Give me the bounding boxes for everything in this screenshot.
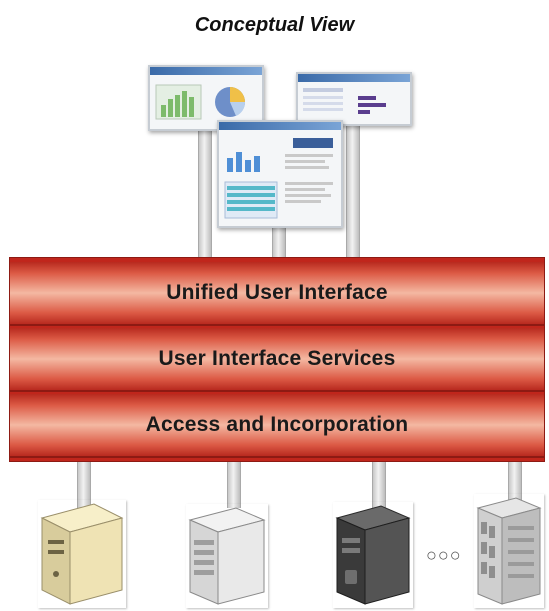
dashboard-titlebar	[150, 67, 262, 75]
server-pole-1	[77, 462, 91, 508]
dashboard-pole-center	[272, 222, 286, 260]
server-pole-2	[227, 462, 241, 508]
dashboard-titlebar	[298, 74, 410, 82]
dark-tower-server-icon	[335, 505, 411, 605]
layer-access-and-incorporation: Access and Incorporation	[10, 394, 544, 458]
architecture-layer-stack: Unified User Interface User Interface Se…	[9, 257, 545, 462]
desktop-tower-server-icon	[40, 503, 124, 605]
dashboard-titlebar	[219, 122, 341, 130]
dashboard-pole-right	[346, 115, 360, 260]
more-servers-ellipsis: ○○○	[426, 545, 462, 565]
dashboard-charts-icon	[155, 84, 246, 120]
server-pole-3	[372, 462, 386, 508]
dashboard-table-icon	[224, 138, 333, 219]
server-pole-4	[508, 462, 522, 502]
layer-label: User Interface Services	[158, 347, 396, 370]
layer-user-interface-services: User Interface Services	[10, 328, 544, 392]
layer-unified-user-interface: Unified User Interface	[10, 262, 544, 326]
rack-server-icon	[188, 507, 266, 605]
dashboard-report-icon	[303, 88, 386, 114]
dashboard-screen-right	[296, 72, 412, 126]
blade-server-icon	[476, 497, 542, 605]
layer-label: Access and Incorporation	[145, 413, 409, 436]
diagram-title: Conceptual View	[194, 14, 355, 36]
layer-label: Unified User Interface	[166, 281, 388, 304]
dashboard-screen-center	[217, 120, 343, 228]
dashboard-pole-left	[198, 125, 212, 260]
